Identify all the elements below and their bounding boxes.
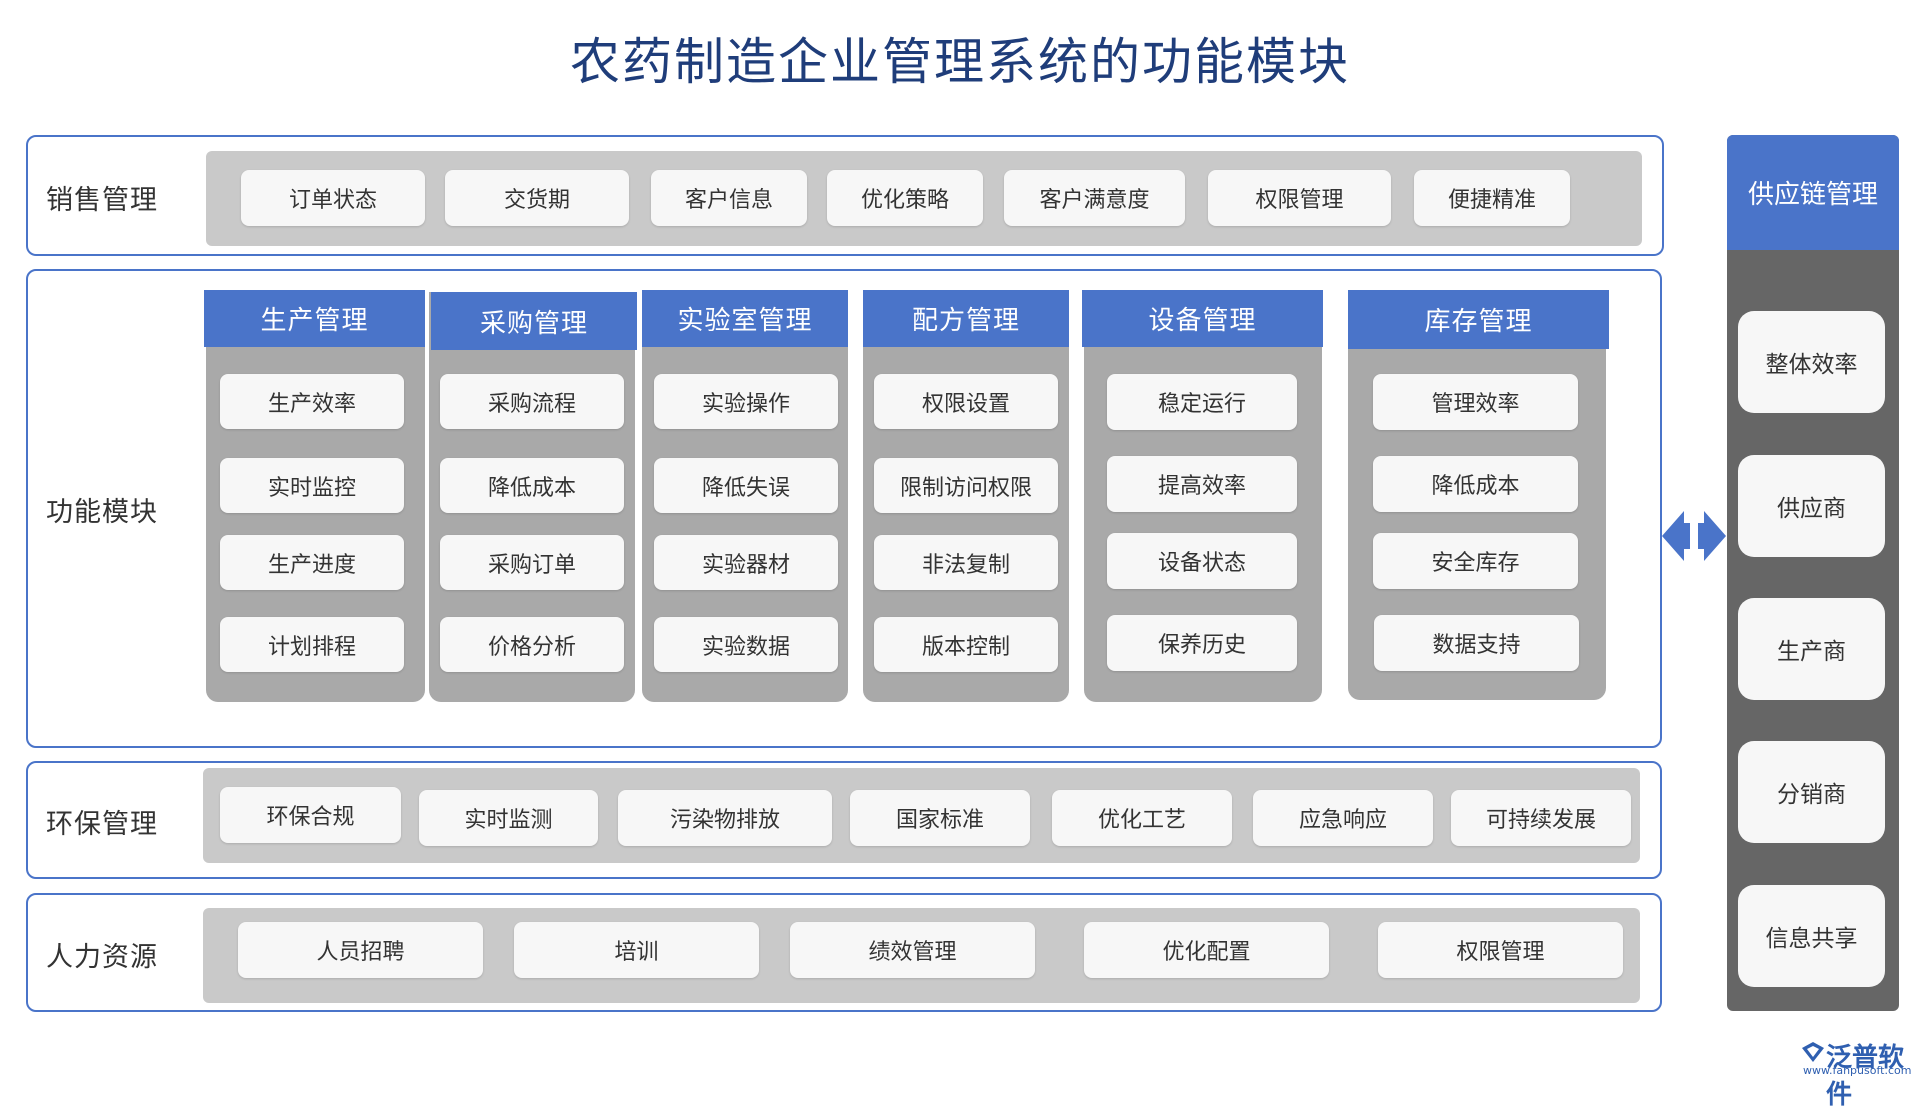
sales-item: 优化策略 xyxy=(827,170,983,226)
environment-item: 可持续发展 xyxy=(1451,790,1631,846)
environment-label: 环保管理 xyxy=(46,809,158,840)
logo-url: www.fanpusoft.com xyxy=(1803,1064,1912,1077)
environment-item: 国家标准 xyxy=(850,790,1030,846)
environment-item: 环保合规 xyxy=(220,787,401,843)
module-item: 价格分析 xyxy=(440,617,624,672)
module-column-title: 生产管理 xyxy=(204,290,425,347)
module-item: 安全库存 xyxy=(1373,533,1578,589)
page-title: 农药制造企业管理系统的功能模块 xyxy=(570,33,1350,91)
supply-chain-item: 生产商 xyxy=(1738,598,1885,700)
module-column-title: 设备管理 xyxy=(1082,290,1323,347)
sales-item: 权限管理 xyxy=(1208,170,1391,226)
sales-item: 便捷精准 xyxy=(1414,170,1570,226)
supply-chain-item: 分销商 xyxy=(1738,741,1885,843)
module-item: 降低失误 xyxy=(654,458,838,513)
module-item: 采购流程 xyxy=(440,374,624,429)
sales-item: 客户信息 xyxy=(651,170,807,226)
hr-item: 权限管理 xyxy=(1378,922,1623,978)
module-column-title: 配方管理 xyxy=(863,290,1069,347)
hr-label: 人力资源 xyxy=(46,942,158,973)
module-item: 降低成本 xyxy=(440,458,624,513)
module-item: 降低成本 xyxy=(1373,456,1578,512)
hr-item: 绩效管理 xyxy=(790,922,1035,978)
sales-item: 订单状态 xyxy=(241,170,425,226)
supply-chain-title: 供应链管理 xyxy=(1727,135,1899,250)
module-item: 权限设置 xyxy=(874,374,1058,429)
module-column-title: 采购管理 xyxy=(431,292,637,350)
environment-item: 优化工艺 xyxy=(1052,790,1232,846)
module-item: 设备状态 xyxy=(1107,533,1297,589)
module-item: 提高效率 xyxy=(1107,456,1297,512)
module-column-title: 库存管理 xyxy=(1348,290,1609,349)
module-item: 版本控制 xyxy=(874,617,1058,672)
module-item: 计划排程 xyxy=(220,617,404,672)
sales-item: 客户满意度 xyxy=(1004,170,1185,226)
module-item: 实验数据 xyxy=(654,617,838,672)
supply-chain-panel xyxy=(1727,135,1899,1011)
supply-chain-item: 信息共享 xyxy=(1738,885,1885,987)
module-item: 数据支持 xyxy=(1374,615,1579,671)
module-item: 实验器材 xyxy=(654,535,838,590)
module-item: 保养历史 xyxy=(1107,615,1297,671)
hr-item: 优化配置 xyxy=(1084,922,1329,978)
module-item: 限制访问权限 xyxy=(874,458,1058,513)
module-item: 实验操作 xyxy=(654,374,838,429)
module-item: 非法复制 xyxy=(874,535,1058,590)
module-item: 生产效率 xyxy=(220,374,404,429)
double-arrow-icon xyxy=(1662,511,1726,561)
module-item: 实时监控 xyxy=(220,458,404,513)
hr-item: 人员招聘 xyxy=(238,922,483,978)
supply-chain-item: 整体效率 xyxy=(1738,311,1885,413)
function-modules-label: 功能模块 xyxy=(46,497,158,528)
environment-item: 应急响应 xyxy=(1253,790,1433,846)
module-column-title: 实验室管理 xyxy=(642,290,848,347)
environment-item: 污染物排放 xyxy=(618,790,832,846)
environment-item: 实时监测 xyxy=(419,790,598,846)
sales-label: 销售管理 xyxy=(46,185,158,216)
module-item: 生产进度 xyxy=(220,535,404,590)
module-item: 采购订单 xyxy=(440,535,624,590)
module-item: 管理效率 xyxy=(1373,374,1578,430)
sales-item: 交货期 xyxy=(445,170,629,226)
supply-chain-item: 供应商 xyxy=(1738,455,1885,557)
hr-item: 培训 xyxy=(514,922,759,978)
logo-icon xyxy=(1802,1042,1824,1062)
module-item: 稳定运行 xyxy=(1107,374,1297,430)
